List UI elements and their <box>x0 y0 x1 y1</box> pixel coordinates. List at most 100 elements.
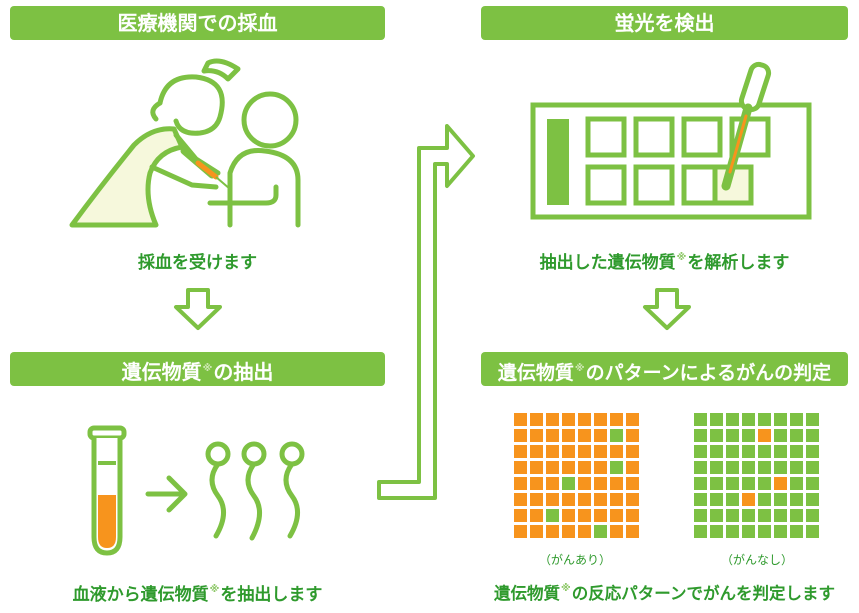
grid-cell <box>610 461 623 474</box>
grid-label-no-cancer: （がんなし） <box>720 553 793 567</box>
caption-collect-text: 採血を受けます <box>138 253 257 273</box>
grid-cell <box>774 413 787 426</box>
grid-cell <box>806 445 819 458</box>
banner-detect-text: 蛍光を検出 <box>614 11 715 35</box>
grid-cell <box>610 413 623 426</box>
grid-cell <box>530 445 543 458</box>
grid-cell <box>546 461 559 474</box>
flow-arrow-icon <box>377 124 475 500</box>
grid-cell <box>742 477 755 490</box>
grid-cell <box>806 509 819 522</box>
grid-cell <box>726 509 739 522</box>
grid-cell <box>710 413 723 426</box>
grid-cell <box>594 493 607 506</box>
grid-cell <box>562 445 575 458</box>
grid-cell <box>626 413 639 426</box>
grid-cell <box>594 413 607 426</box>
grid-cell <box>790 493 803 506</box>
grid-cell <box>806 477 819 490</box>
nurse-drawing-blood-icon <box>69 58 301 228</box>
banner-extract-text-b: の抽出 <box>213 360 274 384</box>
caption-collect: 採血を受けます <box>10 248 385 273</box>
grid-cell <box>610 445 623 458</box>
caption-detect: 抽出した遺伝物質※を解析します <box>481 248 848 273</box>
caption-judge: 遺伝物質※の反応パターンでがんを判定します <box>470 580 859 604</box>
grid-cell <box>578 477 591 490</box>
grid-cell <box>594 509 607 522</box>
grid-cell <box>530 509 543 522</box>
grid-cell <box>806 525 819 538</box>
banner-judge-text-b: のパターンによるがんの判定 <box>585 362 832 384</box>
grid-cell <box>710 493 723 506</box>
grid-cell <box>578 413 591 426</box>
grid-cell <box>710 445 723 458</box>
grid-cell <box>726 525 739 538</box>
caption-extract-text-a: 血液から遺伝物質 <box>72 585 209 605</box>
grid-cell <box>514 493 527 506</box>
grid-cell <box>774 461 787 474</box>
grid-cell <box>774 445 787 458</box>
grid-cell <box>578 461 591 474</box>
grid-cell <box>726 477 739 490</box>
grid-cell <box>562 509 575 522</box>
well-plate-icon <box>530 102 812 220</box>
grid-cell <box>742 525 755 538</box>
grid-cell <box>578 429 591 442</box>
grid-cell <box>594 525 607 538</box>
grid-cell <box>626 525 639 538</box>
grid-cell <box>514 429 527 442</box>
caption-detect-text-b: を解析します <box>687 253 790 273</box>
grid-cell <box>578 509 591 522</box>
grid-cell <box>694 413 707 426</box>
grid-cell <box>514 477 527 490</box>
dna-strands-icon <box>205 441 305 541</box>
grid-cell <box>790 429 803 442</box>
grid-cell <box>594 477 607 490</box>
grid-cell <box>774 429 787 442</box>
grid-cell <box>514 509 527 522</box>
grid-cell <box>530 477 543 490</box>
grid-cell <box>758 413 771 426</box>
grid-cell <box>710 429 723 442</box>
grid-cell <box>562 525 575 538</box>
grid-cell <box>694 525 707 538</box>
grid-cell <box>562 413 575 426</box>
grid-cell <box>530 429 543 442</box>
result-grid-no-cancer <box>694 413 819 538</box>
banner-extract-text-a: 遺伝物質 <box>121 360 202 384</box>
caption-judge-text-b: の反応パターンでがんを判定します <box>571 584 835 603</box>
grid-cell <box>610 509 623 522</box>
grid-cell <box>726 445 739 458</box>
grid-cell <box>758 509 771 522</box>
grid-cell <box>530 461 543 474</box>
grid-cell <box>626 461 639 474</box>
grid-cell <box>694 509 707 522</box>
grid-cell <box>562 493 575 506</box>
grid-cell <box>514 413 527 426</box>
down-arrow-icon <box>643 288 691 330</box>
grid-cell <box>742 429 755 442</box>
grid-cell <box>546 525 559 538</box>
grid-cell <box>530 493 543 506</box>
grid-cell <box>726 413 739 426</box>
banner-collect: 医療機関での採血 <box>10 6 385 40</box>
grid-cell <box>546 493 559 506</box>
grid-cell <box>694 445 707 458</box>
grid-cell <box>610 477 623 490</box>
caption-extract-text-b: を抽出します <box>220 585 323 605</box>
caption-judge-text-a: 遺伝物質 <box>494 584 561 603</box>
grid-cell <box>806 429 819 442</box>
grid-cell <box>578 525 591 538</box>
grid-cell <box>562 477 575 490</box>
grid-cell <box>546 509 559 522</box>
banner-judge-text-a: 遺伝物質 <box>497 362 574 384</box>
grid-cell <box>594 445 607 458</box>
grid-cell <box>790 525 803 538</box>
banner-collect-text: 医療機関での採血 <box>117 11 278 35</box>
grid-cell <box>790 413 803 426</box>
grid-cell <box>530 525 543 538</box>
grid-cell <box>578 445 591 458</box>
grid-cell <box>694 429 707 442</box>
grid-cell <box>694 461 707 474</box>
grid-cell <box>610 525 623 538</box>
